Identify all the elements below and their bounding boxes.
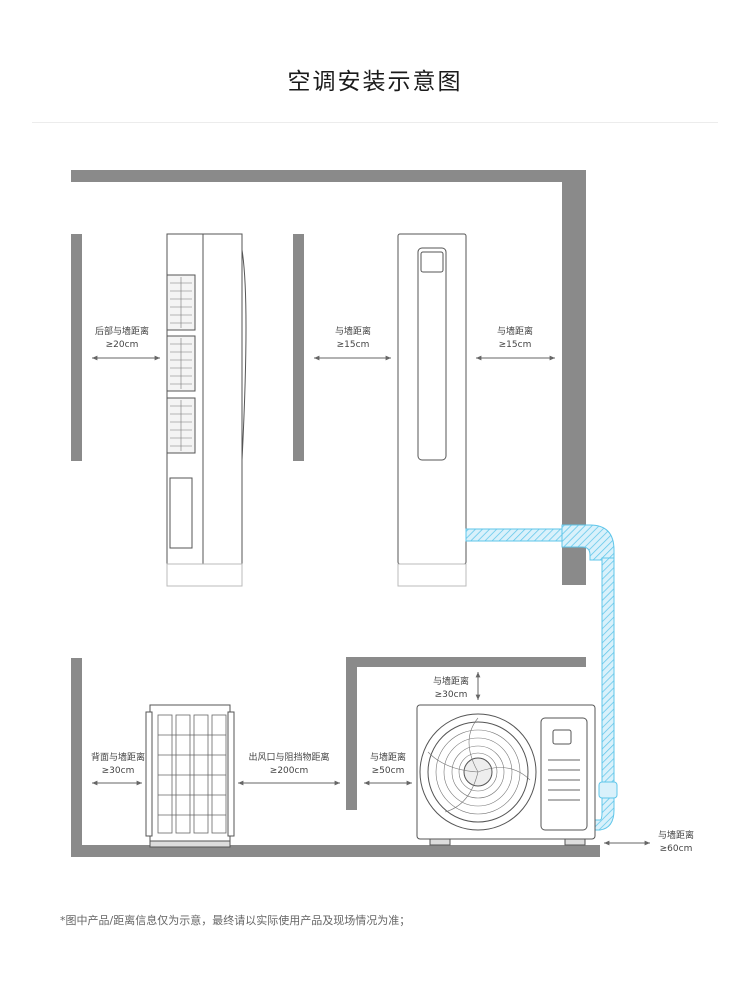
label-outdoor-side-name: 与墙距离 [369, 753, 406, 763]
label-outdoor-outlet-name: 出风口与阻挡物距离 [248, 753, 330, 763]
refrigerant-pipe [465, 524, 618, 831]
label-outdoor-outlet-value: ≥200cm [269, 766, 309, 776]
label-outdoor-top-value: ≥30cm [434, 690, 468, 700]
label-outdoor-back-name: 背面与墙距离 [90, 753, 145, 763]
wall-left-1 [71, 234, 82, 461]
label-outdoor-right-value: ≥60cm [659, 844, 693, 854]
room-wall-top [71, 170, 586, 585]
outdoor-fan-grille [427, 717, 531, 815]
label-outdoor-back-value: ≥30cm [101, 766, 135, 776]
footnote: *图中产品/距离信息仅为示意，最终请以实际使用产品及现场情况为准； [60, 914, 411, 927]
outdoor-unit-front-view [416, 704, 596, 846]
label-indoor-right-name: 与墙距离 [496, 327, 533, 337]
label-indoor-right: 与墙距离 ≥15cm [480, 326, 550, 352]
indoor-unit-side-view [166, 233, 247, 587]
label-outdoor-top: 与墙距离 ≥30cm [416, 676, 486, 702]
label-indoor-back-name: 后部与墙距离 [94, 327, 149, 337]
label-indoor-left: 与墙距离 ≥15cm [318, 326, 388, 352]
label-outdoor-back: 背面与墙距离 ≥30cm [86, 752, 150, 778]
label-outdoor-top-name: 与墙距离 [432, 677, 469, 687]
label-indoor-left-name: 与墙距离 [334, 327, 371, 337]
label-outdoor-right-name: 与墙距离 [657, 831, 694, 841]
label-outdoor-side: 与墙距离 ≥50cm [358, 752, 418, 778]
page-title: 空调安装示意图 [287, 69, 463, 95]
wall-left-2 [293, 234, 304, 461]
label-indoor-left-value: ≥15cm [336, 340, 370, 350]
label-outdoor-right: 与墙距离 ≥60cm [648, 830, 704, 856]
indoor-side-grille-lines [170, 277, 192, 451]
indoor-unit-front-view [397, 233, 467, 587]
label-indoor-back: 后部与墙距离 ≥20cm [90, 326, 154, 352]
label-indoor-right-value: ≥15cm [498, 340, 532, 350]
outdoor-side-grille [157, 714, 227, 834]
title-divider [32, 122, 718, 123]
label-outdoor-side-value: ≥50cm [371, 766, 405, 776]
label-indoor-back-value: ≥20cm [105, 340, 139, 350]
outdoor-dimension-arrows [92, 672, 650, 846]
label-outdoor-outlet: 出风口与阻挡物距离 ≥200cm [244, 752, 334, 778]
outdoor-panel-lines [548, 759, 580, 801]
